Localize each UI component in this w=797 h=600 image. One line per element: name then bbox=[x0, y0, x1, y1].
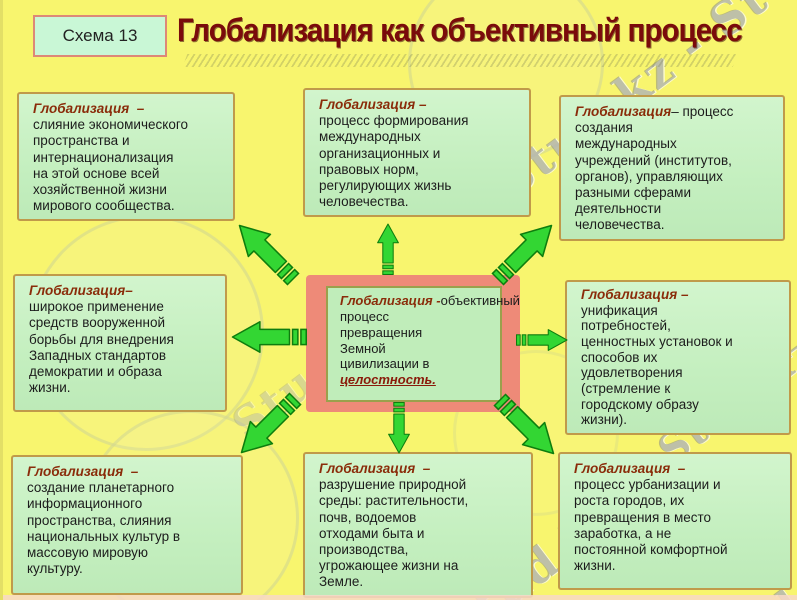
page-title: Глобализация как объективный процесс bbox=[177, 12, 743, 48]
box-body-text: – процесс создания международных учрежде… bbox=[575, 104, 734, 233]
center-box-frame: Глобализация -объективный процесс превра… bbox=[306, 275, 520, 412]
box-heading: Глобализация - bbox=[340, 293, 441, 308]
arrow-up-left-icon bbox=[224, 210, 307, 293]
center-definition-box: Глобализация -объективный процесс превра… bbox=[326, 286, 520, 402]
arrow-down-icon bbox=[378, 402, 420, 454]
box-heading: Глобализация – bbox=[319, 461, 431, 476]
arrow-left-icon bbox=[231, 320, 307, 354]
box-heading: Глобализация – bbox=[574, 461, 686, 476]
box-body-text: создание планетарного информационного пр… bbox=[27, 480, 181, 577]
box-body-text: широкое применение средств вооруженной б… bbox=[29, 299, 174, 396]
box-heading: Глобализация – bbox=[581, 287, 689, 302]
box-body-text: процесс формирования международных орган… bbox=[319, 113, 469, 210]
def-box-bottom-center: Глобализация – разрушение природной сред… bbox=[303, 452, 533, 598]
arrow-right-icon bbox=[516, 323, 568, 357]
title-underline-decoration bbox=[182, 54, 738, 67]
box-heading: Глобализация – bbox=[319, 97, 427, 112]
box-heading: Глобализация – bbox=[27, 464, 139, 479]
box-body-text: объективный процесс превращения Земной ц… bbox=[340, 293, 520, 372]
box-body-text: разрушение природной среды: растительнос… bbox=[319, 477, 469, 590]
def-box-bottom-left: Глобализация – создание планетарного инф… bbox=[11, 455, 243, 595]
box-body-text: процесс урбанизации и роста городов, их … bbox=[574, 477, 728, 574]
arrow-down-left-icon bbox=[226, 384, 309, 467]
def-box-top-center: Глобализация – процесс формирования межд… bbox=[303, 88, 531, 218]
box-body-text: унификация потребностей, ценностных уста… bbox=[581, 302, 733, 428]
schema-number-label: Схема 13 bbox=[33, 15, 167, 57]
def-box-bottom-right: Глобализация – процесс урбанизации и рос… bbox=[558, 452, 792, 590]
highlighted-word: целостность. bbox=[340, 372, 436, 388]
box-heading: Глобализация bbox=[575, 104, 672, 119]
box-heading: Глобализация– bbox=[29, 283, 133, 298]
slide-bottom-edge bbox=[3, 595, 797, 600]
arrow-down-right-icon bbox=[485, 385, 568, 468]
def-box-top-left: Глобализация – слияние экономического пр… bbox=[17, 92, 235, 222]
box-heading: Глобализация – bbox=[33, 101, 145, 116]
box-body-text: слияние экономического пространства и ин… bbox=[33, 117, 188, 214]
arrow-up-right-icon bbox=[483, 210, 566, 293]
arrow-up-icon bbox=[367, 223, 409, 275]
def-box-middle-right: Глобализация – унификация потребностей, … bbox=[565, 280, 791, 435]
def-box-middle-left: Глобализация– широкое применение средств… bbox=[13, 274, 227, 412]
def-box-top-right: Глобализация– процесс создания междунаро… bbox=[559, 95, 785, 241]
